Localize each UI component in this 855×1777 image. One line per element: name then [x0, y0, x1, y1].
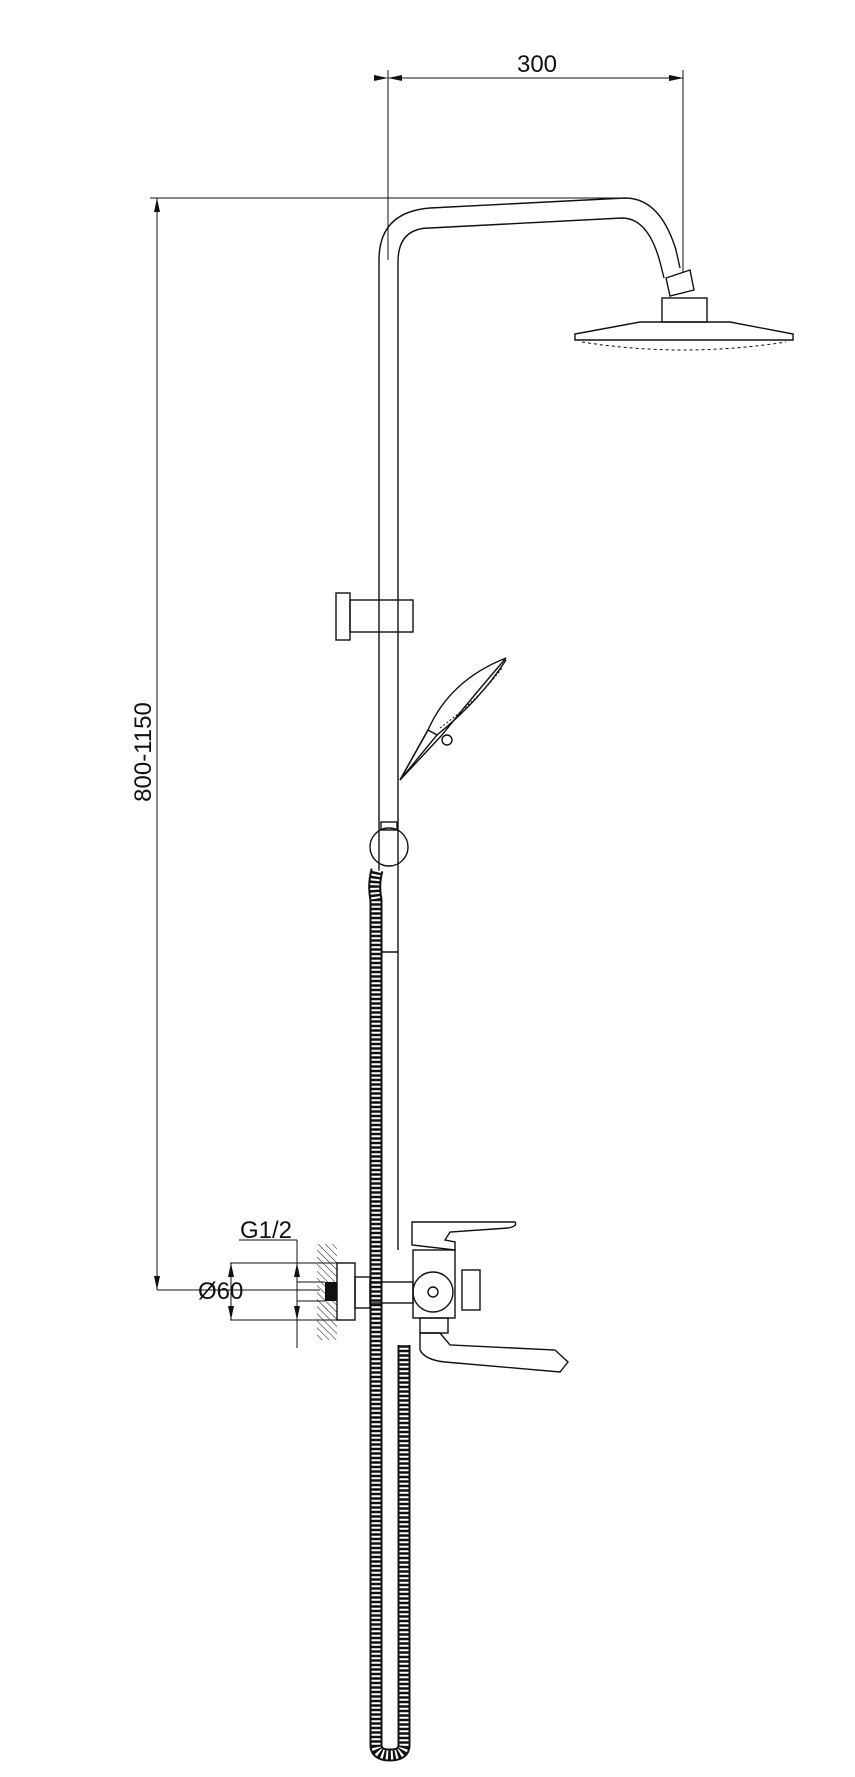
pipe-thread-label: G1/2: [240, 1217, 292, 1244]
hand-shower-holder: [335, 592, 414, 641]
shower-hose: [368, 868, 411, 1762]
bath-mixer: [411, 1221, 569, 1373]
flange-diameter-label: Ø60: [198, 1278, 243, 1305]
shower-pole: [378, 197, 681, 1250]
wall-connection: G1/2 Ø60: [198, 1217, 414, 1348]
dimension-arm-reach-label: 300: [517, 51, 557, 78]
slider-knob: [369, 821, 409, 867]
hand-shower: [399, 657, 507, 781]
dimension-arm-reach: 300: [374, 51, 684, 272]
rain-shower-head: [574, 269, 794, 351]
dimension-height-range: 800-1150: [130, 197, 625, 1291]
dimension-height-range-label: 800-1150: [130, 702, 157, 802]
